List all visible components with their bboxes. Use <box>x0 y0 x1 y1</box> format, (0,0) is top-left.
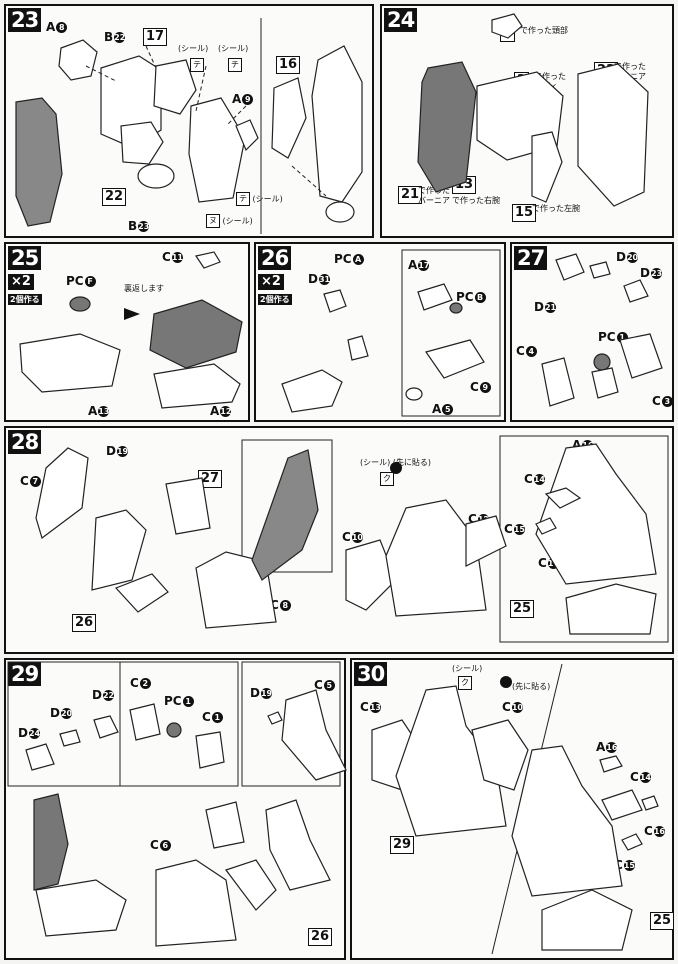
label-note: で作った左腕 <box>532 204 580 213</box>
part-label: C11 <box>162 250 183 264</box>
seal-mark: ク <box>458 676 472 690</box>
step-30-panel: 30 (シール) ク (先に貼る) C13 C10 29 A16 C14 C16… <box>350 658 675 960</box>
part-label: C14 <box>524 472 545 486</box>
subassembly-box: 29 <box>390 836 415 854</box>
label-note: で作った バーニア <box>418 186 450 205</box>
step-23-drawing <box>15 18 363 234</box>
subassembly-box: 21 <box>398 186 423 204</box>
part-label: C15 <box>504 522 525 536</box>
label-note: で作った右腕 <box>452 196 500 205</box>
part-label: D19 <box>250 686 273 700</box>
part-label: D20 <box>616 250 639 264</box>
subassembly-box: 25 <box>650 912 675 930</box>
part-label: D24 <box>18 726 41 740</box>
part-label: A13 <box>88 404 110 418</box>
subassembly-box: 26 <box>72 614 97 632</box>
part-label: B22 <box>104 30 126 44</box>
subassembly-box: 17 <box>143 28 168 46</box>
part-label: D21 <box>534 300 557 314</box>
label-note: で作った頭部 <box>520 26 568 35</box>
step-24-drawing <box>417 13 649 207</box>
subassembly-box: 25 <box>510 600 535 618</box>
step-26-drawing <box>281 249 501 417</box>
make-two-note: 2個作る <box>8 294 42 305</box>
step-number: 28 <box>8 430 42 454</box>
subassembly-box: 26 <box>308 928 333 946</box>
subassembly-box: 27 <box>198 470 223 488</box>
seal-mark: チ <box>228 58 242 72</box>
seal-mark: テ (シール) <box>236 192 283 206</box>
seal-mark: ヌ (シール) <box>206 214 253 228</box>
step-29-drawing <box>7 661 347 947</box>
seal-note: (シール) <box>178 44 209 53</box>
part-label: C10 <box>502 700 523 714</box>
step-25-drawing <box>19 251 243 409</box>
subassembly-box: 16 <box>276 56 301 74</box>
part-label: D20 <box>50 706 73 720</box>
seal-note: (シール) <box>452 664 483 673</box>
step-28-panel: 28 C7 D19 27 26 C8 (シール) (先に貼る) ク C10 C1… <box>4 426 674 654</box>
step-30-drawing <box>371 663 659 955</box>
part-label: D19 <box>106 444 129 458</box>
step-27-drawing <box>541 253 663 407</box>
seal-note: (先に貼る) <box>512 682 551 691</box>
part-label: A12 <box>210 404 232 418</box>
part-label: C13 <box>360 700 381 714</box>
step-number: 24 <box>384 8 418 32</box>
step-number: 27 <box>514 246 548 270</box>
part-label: A16 <box>596 740 618 754</box>
part-label: B23 <box>128 219 150 233</box>
part-label: C10 <box>342 530 363 544</box>
part-label: C16 <box>644 824 665 838</box>
make-two-badge: ×2 <box>258 274 284 290</box>
seal-mark: ク <box>380 472 394 486</box>
part-label: C14 <box>630 770 651 784</box>
reverse-note: 裏返します <box>124 284 164 293</box>
seal-note: (シール) <box>218 44 249 53</box>
subassembly-box: 22 <box>102 188 127 206</box>
seal-mark: テ <box>190 58 204 72</box>
step-number: 25 <box>8 246 42 270</box>
part-label: D23 <box>640 266 663 280</box>
part-label: D31 <box>308 272 331 286</box>
part-label: D22 <box>92 688 115 702</box>
step-number: 26 <box>258 246 292 270</box>
step-number: 30 <box>354 662 388 686</box>
step-28-drawing <box>35 435 669 643</box>
make-two-badge: ×2 <box>8 274 34 290</box>
step-number: 29 <box>8 662 42 686</box>
step-24-panel: 24 4 で作った頭部 2 で作った ボディ 23 で作った バーニア 13 で… <box>380 4 674 238</box>
subassembly-box: 15 <box>512 204 537 222</box>
make-two-note: 2個作る <box>258 294 292 305</box>
step-number: 23 <box>8 8 42 32</box>
part-label: A17 <box>408 258 430 272</box>
